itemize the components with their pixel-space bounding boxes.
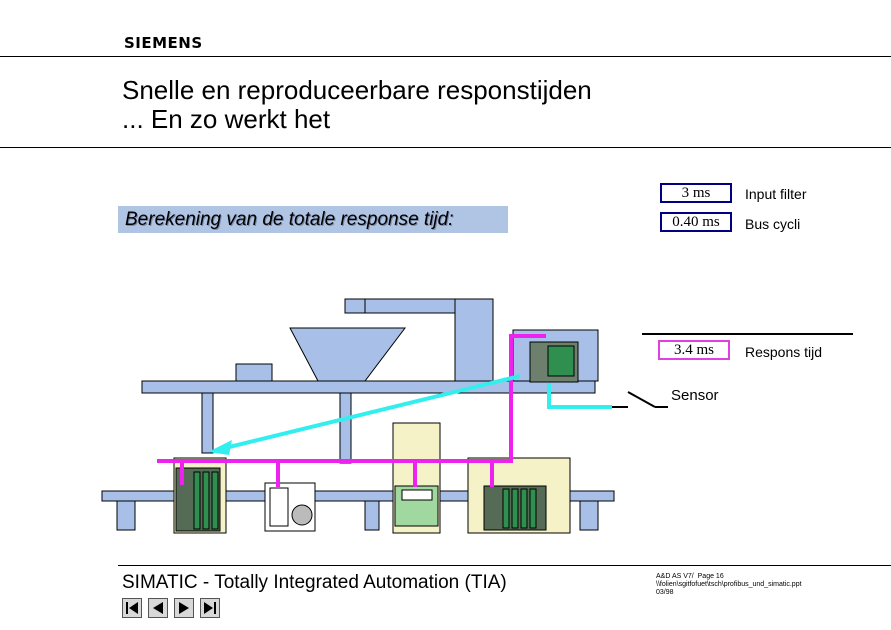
last-slide-icon[interactable]: [200, 598, 220, 618]
siemens-logo: SIEMENS: [124, 34, 203, 52]
input-filter-label: Input filter: [745, 186, 807, 202]
next-slide-icon[interactable]: [174, 598, 194, 618]
page-title: Snelle en reproduceerbare responstijden.…: [122, 76, 592, 134]
bus-cycle-value: 0.40 ms: [660, 212, 732, 232]
motor-controller: [269, 487, 289, 527]
motor: [291, 504, 313, 526]
feed-pipe-vertical: [454, 298, 494, 382]
header-rule: [0, 56, 891, 57]
hopper: [289, 327, 407, 382]
input-filter-value: 3 ms: [660, 183, 732, 203]
response-time-value: 3.4 ms: [658, 340, 730, 360]
footer-rule: [118, 565, 891, 566]
sum-line: [642, 333, 853, 335]
signal-arrowhead: [208, 440, 232, 455]
bus-cycle-label: Bus cycli: [745, 216, 801, 232]
title-line-1: Snelle en reproduceerbare responstijden: [122, 75, 592, 105]
footer-title: SIMATIC - Totally Integrated Automation …: [122, 572, 507, 593]
title-line-2: ... En zo werkt het: [122, 104, 331, 134]
sensor-label: Sensor: [671, 387, 719, 404]
title-rule: [0, 147, 891, 148]
upper-conveyor: [141, 380, 596, 394]
previous-slide-icon[interactable]: [148, 598, 168, 618]
first-slide-icon[interactable]: [122, 598, 142, 618]
response-time-label: Respons tijd: [745, 344, 823, 360]
calculation-label: Berekening van de totale response tijd:: [118, 206, 508, 233]
footer-info: A&D AS V7/ Page 16 \\folien\sgitfofuet\t…: [656, 573, 802, 596]
plant-diagram: [101, 298, 668, 534]
lower-conveyor: [101, 490, 615, 502]
